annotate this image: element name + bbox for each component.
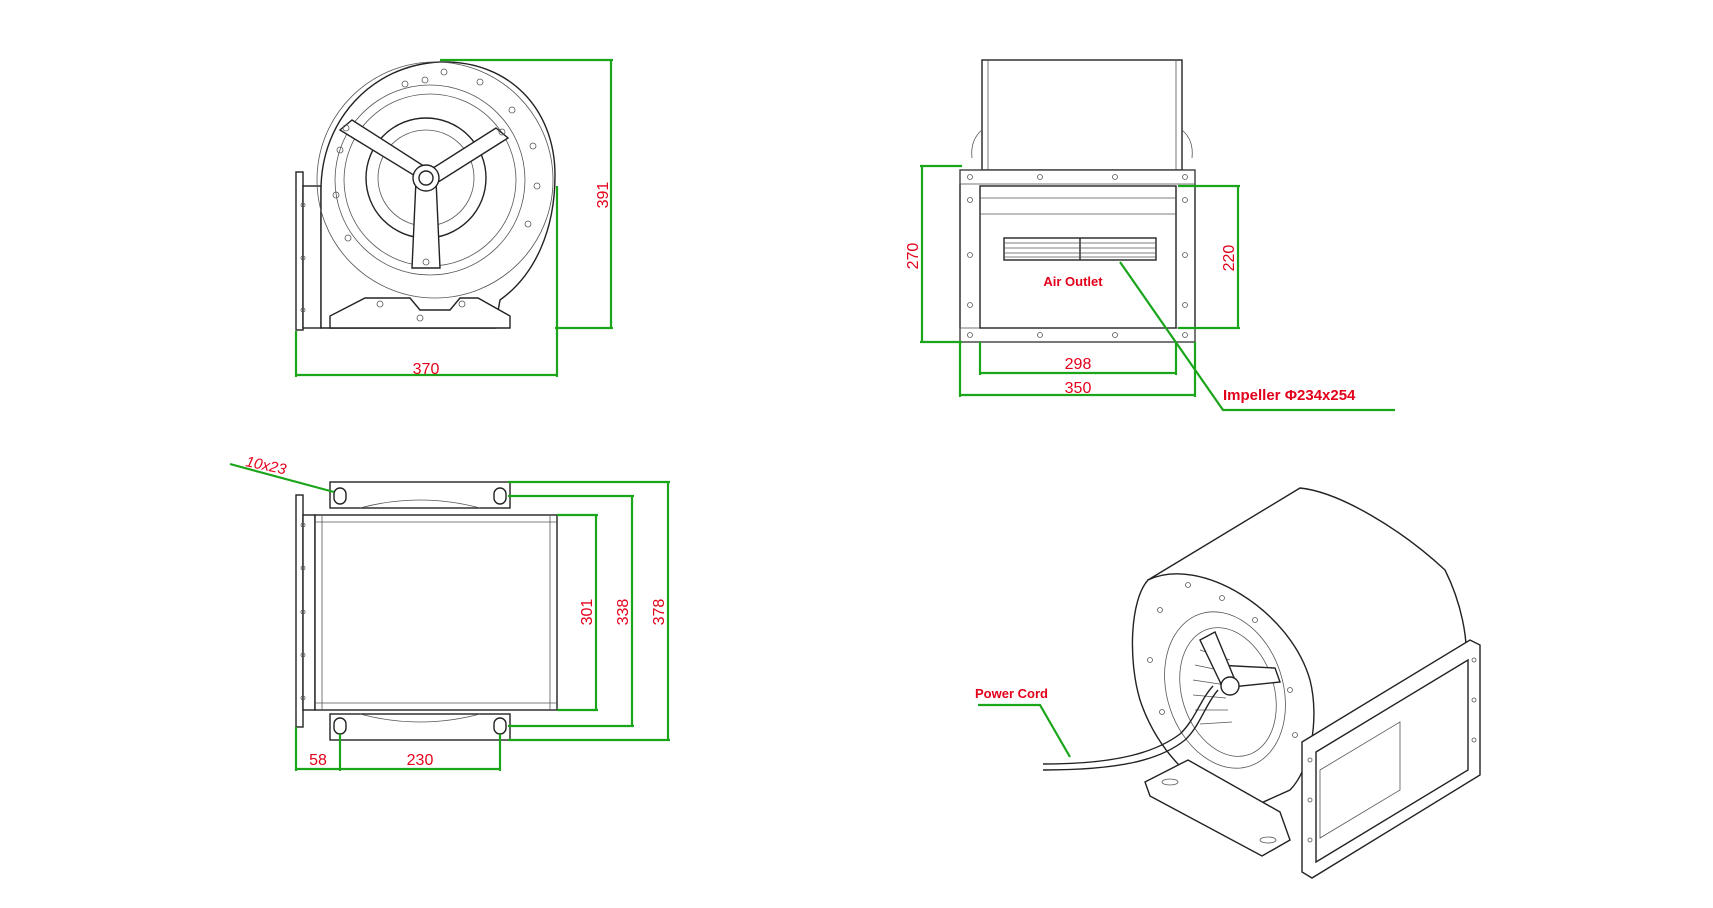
iso-rim-holes (1147, 582, 1298, 738)
front-flange-side (302, 185, 322, 329)
front-base-holes (376, 300, 466, 322)
side-bottom-rail (329, 713, 511, 741)
side-inner-label: 301 (579, 599, 596, 626)
side-mid-dimension (508, 494, 634, 728)
front-flange-holes (300, 202, 306, 313)
side-top-rail (329, 481, 511, 509)
impeller-leader-line (1119, 261, 1395, 412)
housing-rim-holes (332, 68, 541, 242)
side-mount-dimensions (294, 727, 502, 771)
outlet-height-label: 270 (905, 243, 922, 270)
side-flange-holes (300, 522, 306, 701)
front-width-dimension (294, 186, 559, 377)
front-height-dimension (440, 58, 613, 330)
side-flange-plate (295, 494, 304, 728)
motor-spider-bracket (338, 119, 510, 269)
side-mid-label: 338 (615, 599, 632, 626)
air-outlet-label: Air Outlet (1043, 274, 1103, 289)
iso-base-slots (1161, 778, 1277, 844)
front-flange-plate (295, 171, 304, 331)
side-inner-dimension (557, 513, 598, 712)
outlet-inner-height-dimension (1178, 184, 1240, 330)
outlet-housing-top (981, 59, 1183, 171)
front-width-label: 370 (413, 361, 440, 378)
outlet-inner-height-label: 220 (1221, 245, 1238, 272)
outlet-height-dimension (920, 164, 962, 344)
iso-flange-holes (1307, 657, 1477, 843)
side-housing-body (314, 514, 558, 711)
scroll-housing (320, 61, 556, 329)
front-view: 370 391 (294, 58, 613, 378)
iso-spider-bracket (1199, 631, 1281, 696)
outlet-inner-width-dimension (978, 342, 1178, 375)
outlet-width-label: 350 (1065, 380, 1092, 397)
inlet-ring-outer (334, 84, 526, 276)
housing-inner-ring (316, 61, 554, 299)
power-cord (1042, 689, 1219, 771)
iso-base-foot (1144, 759, 1291, 857)
impeller-label: Impeller Φ234x254 (1223, 387, 1356, 404)
outlet-opening (979, 185, 1177, 329)
mount-spacing-label: 230 (407, 752, 434, 769)
power-cord-label: Power Cord (975, 686, 1048, 701)
side-outer-label: 378 (651, 599, 668, 626)
side-view: 301 338 378 58 230 10x23 (229, 453, 670, 771)
mount-offset-label: 58 (309, 752, 327, 769)
outlet-inner-width-label: 298 (1065, 356, 1092, 373)
power-cord-leader-line (978, 703, 1071, 758)
side-mounting-slots (333, 487, 507, 735)
outlet-frame-holes (967, 174, 1188, 338)
front-height-label: 391 (595, 182, 612, 209)
isometric-view: Power Cord (975, 487, 1481, 879)
side-outer-dimension (508, 480, 670, 742)
slot-leader-line (229, 462, 335, 494)
outlet-view: 270 220 298 350 Air Outlet Impeller Φ234… (905, 59, 1395, 412)
iso-inlet-ring (1164, 611, 1286, 769)
outlet-impeller-blades (1003, 237, 1157, 261)
